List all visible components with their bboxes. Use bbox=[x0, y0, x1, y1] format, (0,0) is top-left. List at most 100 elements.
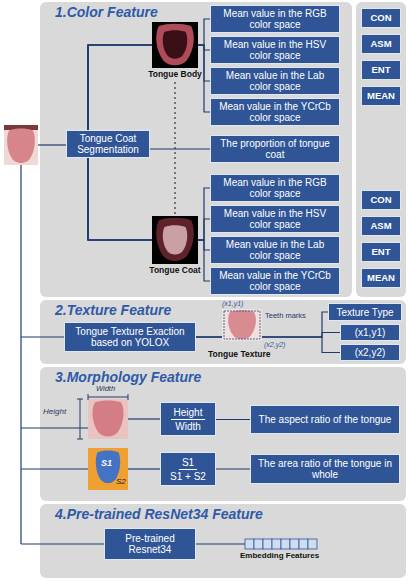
vector-cell bbox=[272, 539, 281, 549]
box-text: CON bbox=[370, 195, 391, 205]
process-box: The area ratio of the tongue in whole bbox=[250, 454, 400, 484]
box-text: MEAN bbox=[367, 273, 395, 283]
dotted-link bbox=[174, 82, 175, 214]
feature-panel: 3.Morphology FeatureHeightWidthThe aspec… bbox=[40, 367, 406, 501]
box-text: ENT bbox=[372, 247, 391, 257]
tongue-coat-image bbox=[152, 216, 198, 264]
tick bbox=[77, 399, 83, 400]
tongue-shape bbox=[156, 24, 194, 66]
tongue-shape bbox=[7, 128, 35, 163]
process-box: Mean value in the HSV color space bbox=[210, 36, 340, 64]
vector-cell bbox=[299, 539, 308, 549]
feature-panel: 4.Pre-trained ResNet34 FeaturePre-traine… bbox=[40, 504, 406, 578]
connector bbox=[88, 158, 210, 281]
metric-box: CON bbox=[361, 190, 401, 210]
connector bbox=[88, 19, 210, 130]
connector bbox=[216, 419, 250, 420]
process-box: Texture Type bbox=[328, 303, 402, 321]
box-text: S1 bbox=[179, 457, 197, 470]
fraction-box: HeightWidth bbox=[160, 402, 216, 436]
wire bbox=[21, 427, 88, 428]
panel-ground bbox=[40, 2, 352, 297]
process-box: Mean value in the Lab color space bbox=[210, 67, 340, 95]
box-text: Tongue Texture Exaction based on YOLOX bbox=[69, 326, 191, 348]
dimension-label: Height bbox=[43, 408, 66, 417]
vector-cell bbox=[290, 539, 299, 549]
process-box: Pre-trained Resnet34 bbox=[104, 528, 196, 560]
metric-box: MEAN bbox=[361, 86, 401, 106]
connector bbox=[196, 333, 340, 338]
process-box: The proportion of tongue coat bbox=[210, 135, 340, 163]
box-text: Mean value in the HSV color space bbox=[215, 39, 335, 61]
tongue-body-image bbox=[152, 22, 198, 68]
metric-box: CON bbox=[361, 8, 401, 28]
box-text: S1 + S2 bbox=[170, 471, 206, 482]
wire bbox=[20, 165, 21, 544]
image-ground bbox=[152, 216, 198, 264]
tick bbox=[128, 394, 129, 400]
image-caption: Tongue Coat bbox=[146, 266, 204, 275]
box-text: Mean value in the RGB color space bbox=[215, 177, 335, 199]
connector bbox=[150, 148, 210, 149]
vector-cell bbox=[308, 539, 317, 549]
box-text: ENT bbox=[372, 65, 391, 75]
box-text: (x2,y2) bbox=[355, 347, 386, 358]
process-box: Tongue Coat Segmentation bbox=[66, 130, 150, 158]
image-caption: Tongue Texture bbox=[208, 350, 271, 359]
process-box: Mean value in the Lab color space bbox=[210, 236, 340, 264]
process-box: (x1,y1) bbox=[340, 324, 400, 341]
box-text: Width bbox=[175, 421, 201, 432]
process-box: Mean value in the YCrCb color space bbox=[210, 267, 340, 295]
image-ground bbox=[152, 22, 198, 68]
metric-panel bbox=[356, 2, 406, 297]
box-text: CON bbox=[370, 13, 391, 23]
height-bar bbox=[80, 399, 81, 439]
annotation: Teeth marks bbox=[265, 312, 306, 320]
vector-cell bbox=[245, 539, 254, 549]
box-text: Mean value in the YCrCb color space bbox=[215, 270, 335, 292]
process-box: Mean value in the RGB color space bbox=[210, 5, 340, 33]
image-caption: Embedding Features bbox=[240, 552, 319, 561]
feature-panel: 1.Color FeatureTongue Coat SegmentationM… bbox=[40, 2, 352, 297]
image-caption: Tongue Body bbox=[146, 70, 204, 79]
process-box: Mean value in the RGB color space bbox=[210, 174, 340, 202]
box-text: Texture Type bbox=[336, 307, 393, 318]
vector-cell bbox=[263, 539, 272, 549]
wire bbox=[128, 468, 160, 469]
background-area bbox=[88, 448, 128, 490]
box-text: The proportion of tongue coat bbox=[215, 138, 335, 160]
panel-title: 3.Morphology Feature bbox=[40, 367, 406, 385]
box-text: Mean value in the YCrCb color space bbox=[215, 101, 335, 123]
wire bbox=[128, 418, 160, 419]
panel-ground bbox=[40, 504, 406, 578]
dimension-bars bbox=[77, 394, 128, 439]
coat-region bbox=[163, 225, 188, 254]
metric-box: ASM bbox=[361, 34, 401, 54]
box-text: Mean value in the Lab color space bbox=[215, 70, 335, 92]
panel-ground bbox=[40, 300, 406, 364]
metric-box: ASM bbox=[361, 216, 401, 236]
metric-box: MEAN bbox=[361, 268, 401, 288]
process-box: Mean value in the HSV color space bbox=[210, 205, 340, 233]
detection-box bbox=[224, 311, 260, 339]
tongue-shape bbox=[228, 310, 256, 339]
input-tongue-image bbox=[4, 125, 38, 165]
panel-title: 4.Pre-trained ResNet34 Feature bbox=[40, 504, 406, 522]
wire bbox=[21, 543, 104, 544]
wire bbox=[21, 468, 88, 469]
coordinate-label: (x1,y1) bbox=[222, 300, 243, 308]
morphology-image bbox=[77, 394, 128, 439]
wire bbox=[21, 336, 64, 337]
box-text: Mean value in the RGB color space bbox=[215, 8, 335, 30]
connector bbox=[216, 468, 250, 469]
box-text: Pre-trained Resnet34 bbox=[109, 533, 191, 555]
process-box: Tongue Texture Exaction based on YOLOX bbox=[64, 322, 196, 352]
area-label: S1 bbox=[101, 459, 112, 469]
box-text: Mean value in the HSV color space bbox=[215, 208, 335, 230]
tick bbox=[77, 439, 83, 440]
embedding-vector bbox=[245, 539, 317, 549]
box-text: MEAN bbox=[367, 91, 395, 101]
box-text: Tongue Coat Segmentation bbox=[71, 133, 145, 155]
tick bbox=[88, 394, 89, 400]
